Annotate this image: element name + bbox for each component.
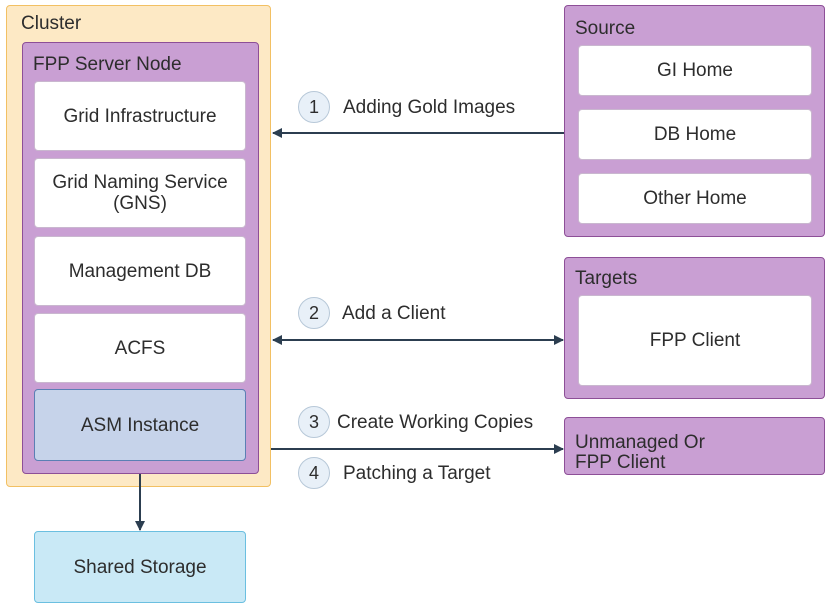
step-2-label: Add a Client — [342, 303, 446, 324]
management-db-box: Management DB — [34, 236, 246, 306]
acfs-box: ACFS — [34, 313, 246, 383]
db-home-box: DB Home — [578, 109, 812, 160]
shared-storage-box: Shared Storage — [34, 531, 246, 603]
step-4-circle: 4 — [298, 457, 330, 489]
source-title: Source — [575, 18, 636, 39]
step-3-label: Create Working Copies — [337, 412, 534, 433]
targets-title: Targets — [575, 268, 638, 289]
step-3-circle: 3 — [298, 406, 330, 438]
other-home-box: Other Home — [578, 173, 812, 224]
step-1-circle: 1 — [298, 91, 330, 123]
gi-home-box: GI Home — [578, 45, 812, 96]
fpp-client-box: FPP Client — [578, 295, 812, 386]
unmanaged-label: Unmanaged Or FPP Client — [575, 432, 705, 473]
step-1-label: Adding Gold Images — [343, 97, 516, 118]
grid-infrastructure-box: Grid Infrastructure — [34, 81, 246, 151]
cluster-title: Cluster — [21, 13, 82, 34]
step-2-circle: 2 — [298, 297, 330, 329]
step-4-label: Patching a Target — [343, 463, 491, 484]
grid-naming-service-box: Grid Naming Service (GNS) — [34, 158, 246, 228]
asm-instance-box: ASM Instance — [34, 389, 246, 461]
fpp-server-node-title: FPP Server Node — [33, 54, 182, 75]
unmanaged-group: Unmanaged Or FPP Client — [564, 417, 825, 475]
